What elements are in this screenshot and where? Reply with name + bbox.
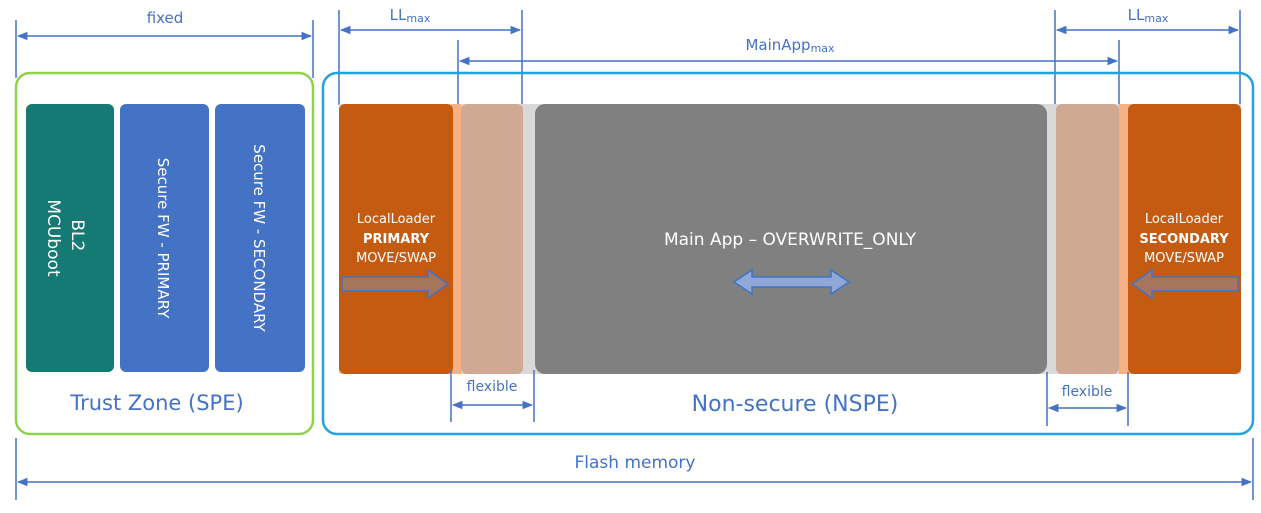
ll-primary-line1: LocalLoader bbox=[357, 212, 436, 227]
secure-fw-secondary-block bbox=[215, 104, 305, 372]
fixed-label: fixed bbox=[147, 9, 184, 27]
bl2-mcuboot-block bbox=[26, 104, 114, 372]
ll-primary-edge bbox=[451, 104, 461, 374]
flexible-left-label: flexible bbox=[467, 379, 518, 395]
ll-secondary-line1: LocalLoader bbox=[1145, 212, 1224, 227]
ll-primary-line2: PRIMARY bbox=[363, 232, 430, 247]
mainapp-max-sub: max bbox=[811, 42, 835, 55]
mainapp-max-label: MainAppmax bbox=[745, 36, 835, 55]
flexible-right-dimension: flexible bbox=[1046, 372, 1129, 426]
localloader-primary-block bbox=[339, 104, 453, 374]
trust-zone-spe: BL2 MCUboot Secure FW - PRIMARY Secure F… bbox=[14, 71, 315, 436]
main-app-label: Main App – OVERWRITE_ONLY bbox=[664, 230, 917, 250]
ll-max-right-label: LLmax bbox=[1128, 6, 1169, 25]
localloader-secondary-block bbox=[1128, 104, 1241, 374]
bl2-line2: MCUboot bbox=[43, 199, 63, 277]
ll-secondary-line3: MOVE/SWAP bbox=[1144, 251, 1224, 266]
ll-max-left-sub: max bbox=[406, 12, 430, 25]
fixed-dimension: fixed bbox=[15, 9, 314, 78]
mainapp-max-dimension: MainAppmax bbox=[457, 36, 1120, 105]
non-secure-nspe: LocalLoader PRIMARY MOVE/SWAP Main App –… bbox=[321, 71, 1255, 436]
secure-fw-primary-text: Secure FW - PRIMARY bbox=[154, 158, 172, 319]
flexible-left-block bbox=[461, 104, 523, 374]
flexible-left-dimension: flexible bbox=[450, 370, 535, 422]
ll-max-left-main: LL bbox=[390, 6, 407, 24]
arrow-right-icon bbox=[341, 268, 450, 300]
flexible-right-label: flexible bbox=[1062, 384, 1113, 400]
arrow-left-icon bbox=[1130, 268, 1239, 300]
ll-max-left-label: LLmax bbox=[390, 6, 431, 25]
trust-zone-label: Trust Zone (SPE) bbox=[69, 391, 243, 415]
ll-secondary-line2: SECONDARY bbox=[1139, 232, 1229, 247]
ll-max-right-main: LL bbox=[1128, 6, 1145, 24]
mainapp-max-main: MainApp bbox=[745, 36, 810, 54]
main-app-block bbox=[535, 104, 1047, 374]
bl2-mcuboot-text: BL2 MCUboot bbox=[43, 199, 87, 277]
ll-max-right-sub: max bbox=[1144, 12, 1168, 25]
nspe-label: Non-secure (NSPE) bbox=[692, 392, 899, 417]
ll-max-left-dimension: LLmax bbox=[338, 6, 523, 105]
flexible-right-block bbox=[1056, 104, 1119, 374]
ll-max-right-dimension: LLmax bbox=[1054, 6, 1241, 105]
bl2-line1: BL2 bbox=[67, 219, 87, 251]
secure-fw-primary-block bbox=[120, 104, 209, 372]
secure-fw-secondary-text: Secure FW - SECONDARY bbox=[250, 144, 268, 332]
flash-memory-dimension: Flash memory bbox=[15, 438, 1254, 500]
flash-memory-label: Flash memory bbox=[575, 453, 696, 473]
double-arrow-icon bbox=[732, 268, 851, 296]
ll-primary-line3: MOVE/SWAP bbox=[356, 251, 436, 266]
